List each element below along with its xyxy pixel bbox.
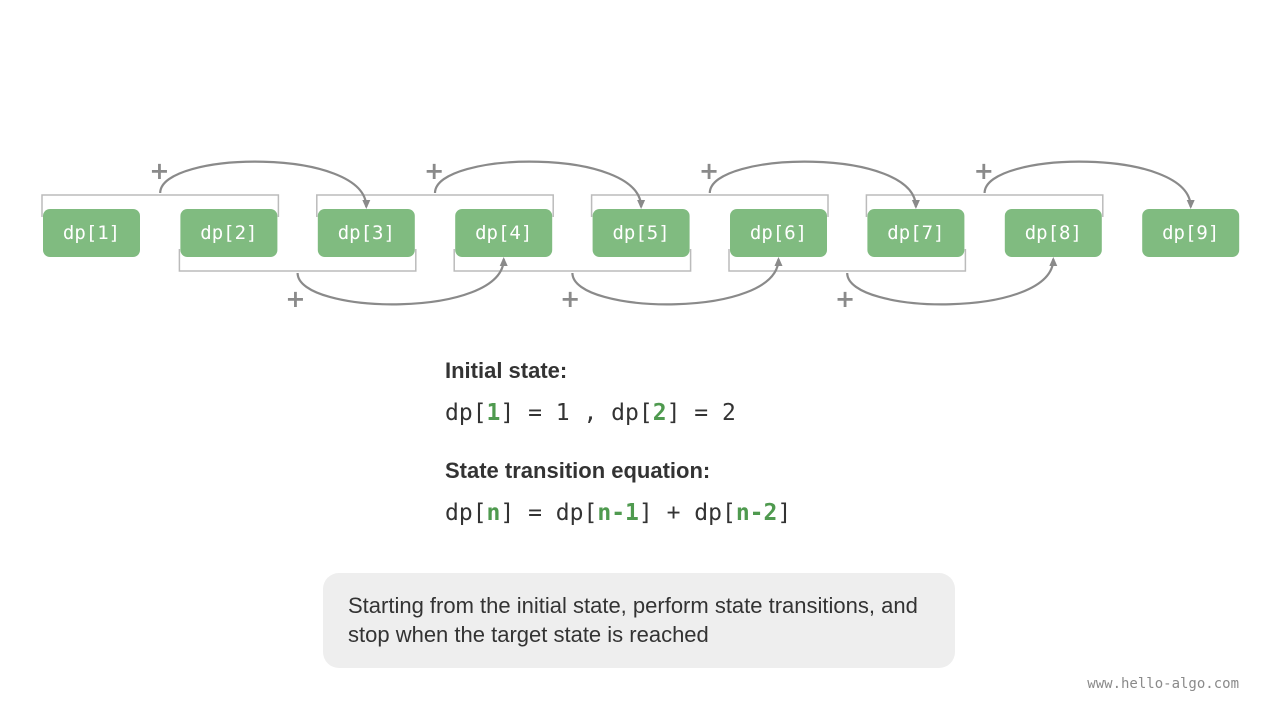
dp-cell-box bbox=[43, 209, 140, 257]
note-text: Starting from the initial state, perform… bbox=[348, 593, 918, 647]
source-bracket-top bbox=[41, 194, 280, 217]
formula-index-highlight: 2 bbox=[652, 400, 667, 426]
formula-index-highlight: n bbox=[486, 500, 501, 526]
source-bracket-top bbox=[590, 194, 829, 217]
dp-cell: dp[5] bbox=[592, 209, 690, 257]
formula-part: ] = dp[ bbox=[500, 500, 598, 526]
dp-cell-box bbox=[1004, 209, 1102, 257]
transition-arrow bbox=[571, 257, 783, 306]
source-bracket-bottom bbox=[453, 249, 692, 272]
dp-cell: dp[4] bbox=[455, 209, 553, 257]
dp-cell: dp[6] bbox=[730, 209, 827, 257]
dp-cell-box bbox=[867, 209, 965, 257]
dp-cell-label: dp[8] bbox=[1025, 222, 1082, 244]
plus-sign: + bbox=[699, 157, 719, 185]
dp-cell-label: dp[2] bbox=[200, 222, 257, 244]
dp-cell: dp[9] bbox=[1142, 209, 1240, 257]
plus-sign: + bbox=[149, 157, 169, 185]
dp-cell-label: dp[7] bbox=[887, 222, 944, 244]
formula-index-highlight: n-2 bbox=[735, 500, 778, 526]
plus-sign: + bbox=[560, 285, 580, 313]
dp-cell: dp[7] bbox=[867, 209, 965, 257]
dp-cell-box bbox=[180, 209, 278, 257]
dp-cell-box bbox=[592, 209, 690, 257]
dp-cell-box bbox=[317, 209, 415, 257]
formula-index-highlight: n-1 bbox=[597, 500, 639, 526]
formula-part: dp[ bbox=[445, 500, 487, 526]
transition-arrow bbox=[296, 257, 508, 306]
dp-cell-box bbox=[730, 209, 827, 257]
dp-cell-label: dp[3] bbox=[338, 222, 395, 244]
plus-sign: + bbox=[835, 285, 855, 313]
initial-state-heading: Initial state: bbox=[445, 358, 568, 383]
dp-cell: dp[2] bbox=[180, 209, 278, 257]
transition-arrow bbox=[846, 257, 1058, 306]
dp-sequence-diagram: dp[1] dp[2] dp[3] dp[4] dp[5] dp[6] dp[7] dp[8]… bbox=[41, 157, 1240, 313]
formula-part: ] = 2 bbox=[666, 400, 736, 426]
source-bracket-top bbox=[316, 194, 554, 217]
note-box: Starting from the initial state, perform… bbox=[323, 573, 955, 668]
dp-cell-label: dp[1] bbox=[63, 222, 120, 244]
transition-equation-heading: State transition equation: bbox=[445, 458, 711, 483]
source-bracket-bottom bbox=[178, 249, 417, 272]
dp-cell-label: dp[6] bbox=[750, 222, 807, 244]
formula-part: ] + dp[ bbox=[638, 500, 736, 526]
formula-part: ] bbox=[777, 500, 792, 526]
formula-part: dp[ bbox=[445, 400, 487, 426]
dp-cell-label: dp[9] bbox=[1162, 222, 1219, 244]
transition-equation-formula: dp[n] = dp[n-1] + dp[n-2] bbox=[445, 500, 791, 526]
source-bracket-top bbox=[865, 194, 1104, 217]
transition-arrow bbox=[433, 160, 646, 209]
source-bracket-bottom bbox=[728, 249, 967, 272]
watermark: www.hello-algo.com bbox=[1087, 676, 1239, 692]
dp-cell-box bbox=[455, 209, 553, 257]
plus-sign: + bbox=[424, 157, 444, 185]
dp-cell: dp[8] bbox=[1004, 209, 1102, 257]
transition-arrow bbox=[983, 160, 1195, 209]
dp-cell-label: dp[4] bbox=[475, 222, 532, 244]
dp-cell: dp[1] bbox=[43, 209, 140, 257]
initial-state-formula: dp[1] = 1 , dp[2] = 2 bbox=[445, 400, 736, 426]
formula-index-highlight: 1 bbox=[486, 400, 501, 426]
dp-cell: dp[3] bbox=[317, 209, 415, 257]
transition-arrow bbox=[159, 160, 371, 209]
dp-cell-box bbox=[1142, 209, 1240, 257]
plus-sign: + bbox=[285, 285, 305, 313]
plus-sign: + bbox=[974, 157, 994, 185]
dp-cell-label: dp[5] bbox=[612, 222, 669, 244]
formula-part: ] = 1 , dp[ bbox=[500, 400, 653, 426]
transition-arrow bbox=[708, 160, 920, 209]
